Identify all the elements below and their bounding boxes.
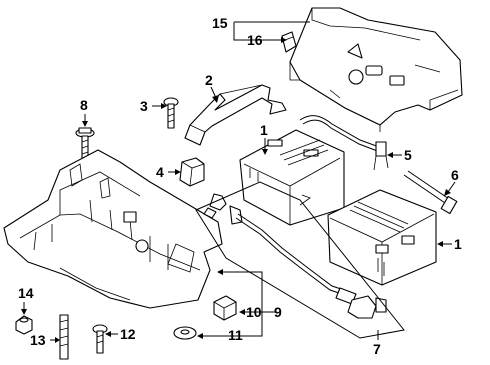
callout-11: 11 (228, 327, 243, 343)
callout-5: 5 (404, 147, 412, 163)
callout-4: 4 (156, 164, 164, 180)
bolt-3 (163, 97, 179, 129)
callout-1-upper: 1 (260, 122, 268, 138)
nut-10 (213, 295, 237, 321)
nut-14 (15, 315, 33, 335)
callout-7: 7 (373, 341, 381, 357)
callout-1-lower: 1 (454, 236, 462, 252)
callout-2: 2 (205, 72, 213, 88)
cover-clip (281, 31, 297, 53)
callout-labels: 15 16 2 3 8 1 4 5 6 1 9 10 11 7 12 13 14 (18, 15, 462, 357)
leader-lines (21, 21, 456, 343)
bolt-8 (75, 127, 95, 163)
bolt-12 (92, 324, 108, 354)
callout-14: 14 (18, 285, 34, 301)
callout-12: 12 (120, 326, 136, 342)
callout-6: 6 (451, 167, 459, 183)
callout-9: 9 (274, 304, 282, 320)
battery-tray (3, 149, 223, 309)
mount-4 (179, 157, 205, 187)
hold-down-bracket (184, 84, 287, 146)
callout-15: 15 (212, 15, 228, 31)
battery-a (239, 129, 345, 226)
battery-cable (203, 193, 387, 319)
battery-b (327, 189, 437, 286)
callout-8: 8 (80, 97, 88, 113)
vent-tube (299, 115, 389, 171)
stud-13 (59, 314, 69, 360)
callout-3: 3 (140, 98, 148, 114)
callout-10: 10 (246, 304, 262, 320)
battery-cover (289, 7, 463, 132)
callout-13: 13 (30, 332, 46, 348)
washer-11 (173, 326, 197, 340)
hose-6 (403, 170, 458, 215)
callout-16: 16 (247, 32, 263, 48)
